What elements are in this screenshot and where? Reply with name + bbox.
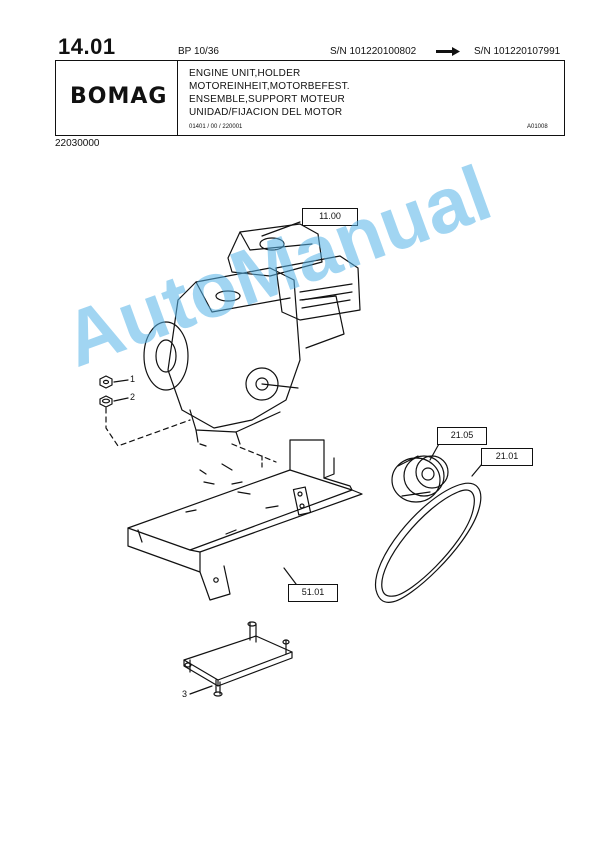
belt-drawing: [374, 482, 482, 603]
holder-plate-drawing: [127, 439, 363, 601]
document-reference: 01401 / 00 / 220001: [189, 124, 243, 130]
pulley-drawing: [391, 455, 449, 503]
document-number: 22030000: [55, 138, 100, 149]
label-pulley: 21.05: [437, 427, 487, 445]
callout-3: 3: [182, 689, 188, 699]
header-box: [55, 60, 565, 136]
serial-from: S/N 101220100802: [330, 46, 417, 57]
drawing-reference: A01008: [527, 124, 548, 130]
nut-drawing: [99, 375, 129, 408]
label-belt: 21.01: [481, 448, 533, 466]
title-french: ENSEMBLE,SUPPORT MOTEUR: [189, 94, 345, 105]
label-holder: 51.01: [288, 584, 338, 602]
callout-1: 1: [130, 374, 136, 384]
serial-to: S/N 101220107991: [474, 46, 561, 57]
engine-drawing: [143, 223, 361, 445]
title-spanish: UNIDAD/FIJACION DEL MOTOR: [189, 107, 343, 118]
title-german: MOTOREINHEIT,MOTORBEFEST.: [189, 81, 350, 92]
callout-2: 2: [130, 392, 136, 402]
title-english: ENGINE UNIT,HOLDER: [189, 68, 301, 79]
header-divider: [177, 60, 178, 136]
arrow-right-icon: [436, 47, 460, 56]
label-engine: 11.00: [302, 208, 358, 226]
model-name: BP 10/36: [178, 46, 219, 57]
brand-logo: BOMAG: [70, 84, 168, 109]
mounting-plate-drawing: [183, 621, 293, 697]
page-number: 14.01: [58, 34, 116, 59]
